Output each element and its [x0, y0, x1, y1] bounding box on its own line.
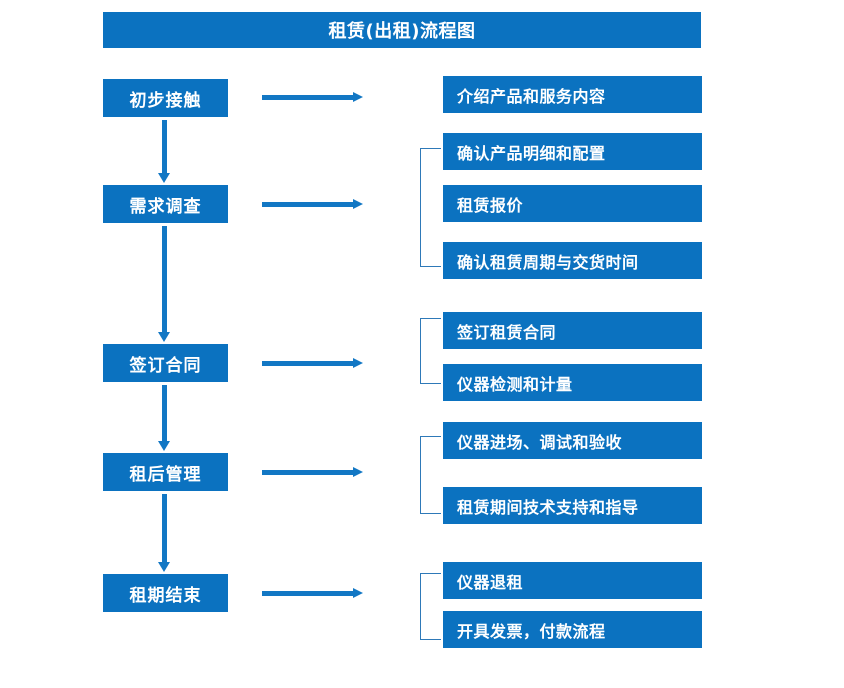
- detail-box-rental-quote[interactable]: 租赁报价: [443, 185, 702, 222]
- right-arrow-icon-5: [262, 588, 363, 599]
- stage-box-needs-survey[interactable]: 需求调查: [103, 185, 228, 223]
- page-title: 租赁(出租)流程图: [103, 12, 701, 48]
- detail-box-invoice-payment[interactable]: 开具发票，付款流程: [443, 611, 702, 648]
- detail-box-intro-products[interactable]: 介绍产品和服务内容: [443, 76, 702, 113]
- detail-box-confirm-spec-config[interactable]: 确认产品明细和配置: [443, 133, 702, 170]
- stage-box-sign-contract[interactable]: 签订合同: [103, 344, 228, 382]
- stage-box-lease-end[interactable]: 租期结束: [103, 574, 228, 612]
- down-arrow-icon-4: [158, 494, 171, 572]
- stage-box-post-rent-mgmt[interactable]: 租后管理: [103, 453, 228, 491]
- right-arrow-icon-1: [262, 92, 363, 103]
- stage-box-initial-contact[interactable]: 初步接触: [103, 79, 228, 117]
- group-bracket-sign-contract: [420, 318, 441, 384]
- detail-box-onsite-commissioning[interactable]: 仪器进场、调试和验收: [443, 422, 702, 459]
- down-arrow-icon-1: [158, 120, 171, 183]
- detail-box-confirm-term-delivery[interactable]: 确认租赁周期与交货时间: [443, 242, 702, 279]
- detail-box-instrument-inspection[interactable]: 仪器检测和计量: [443, 364, 702, 401]
- down-arrow-icon-2: [158, 226, 171, 342]
- right-arrow-icon-4: [262, 467, 363, 478]
- detail-box-sign-rental-contract[interactable]: 签订租赁合同: [443, 312, 702, 349]
- group-bracket-post-rent-mgmt: [420, 436, 441, 514]
- detail-box-tech-support[interactable]: 租赁期间技术支持和指导: [443, 487, 702, 524]
- right-arrow-icon-2: [262, 199, 363, 210]
- group-bracket-lease-end: [420, 573, 441, 640]
- down-arrow-icon-3: [158, 385, 171, 451]
- detail-box-instrument-return[interactable]: 仪器退租: [443, 562, 702, 599]
- group-bracket-needs-survey: [420, 148, 441, 267]
- right-arrow-icon-3: [262, 358, 363, 369]
